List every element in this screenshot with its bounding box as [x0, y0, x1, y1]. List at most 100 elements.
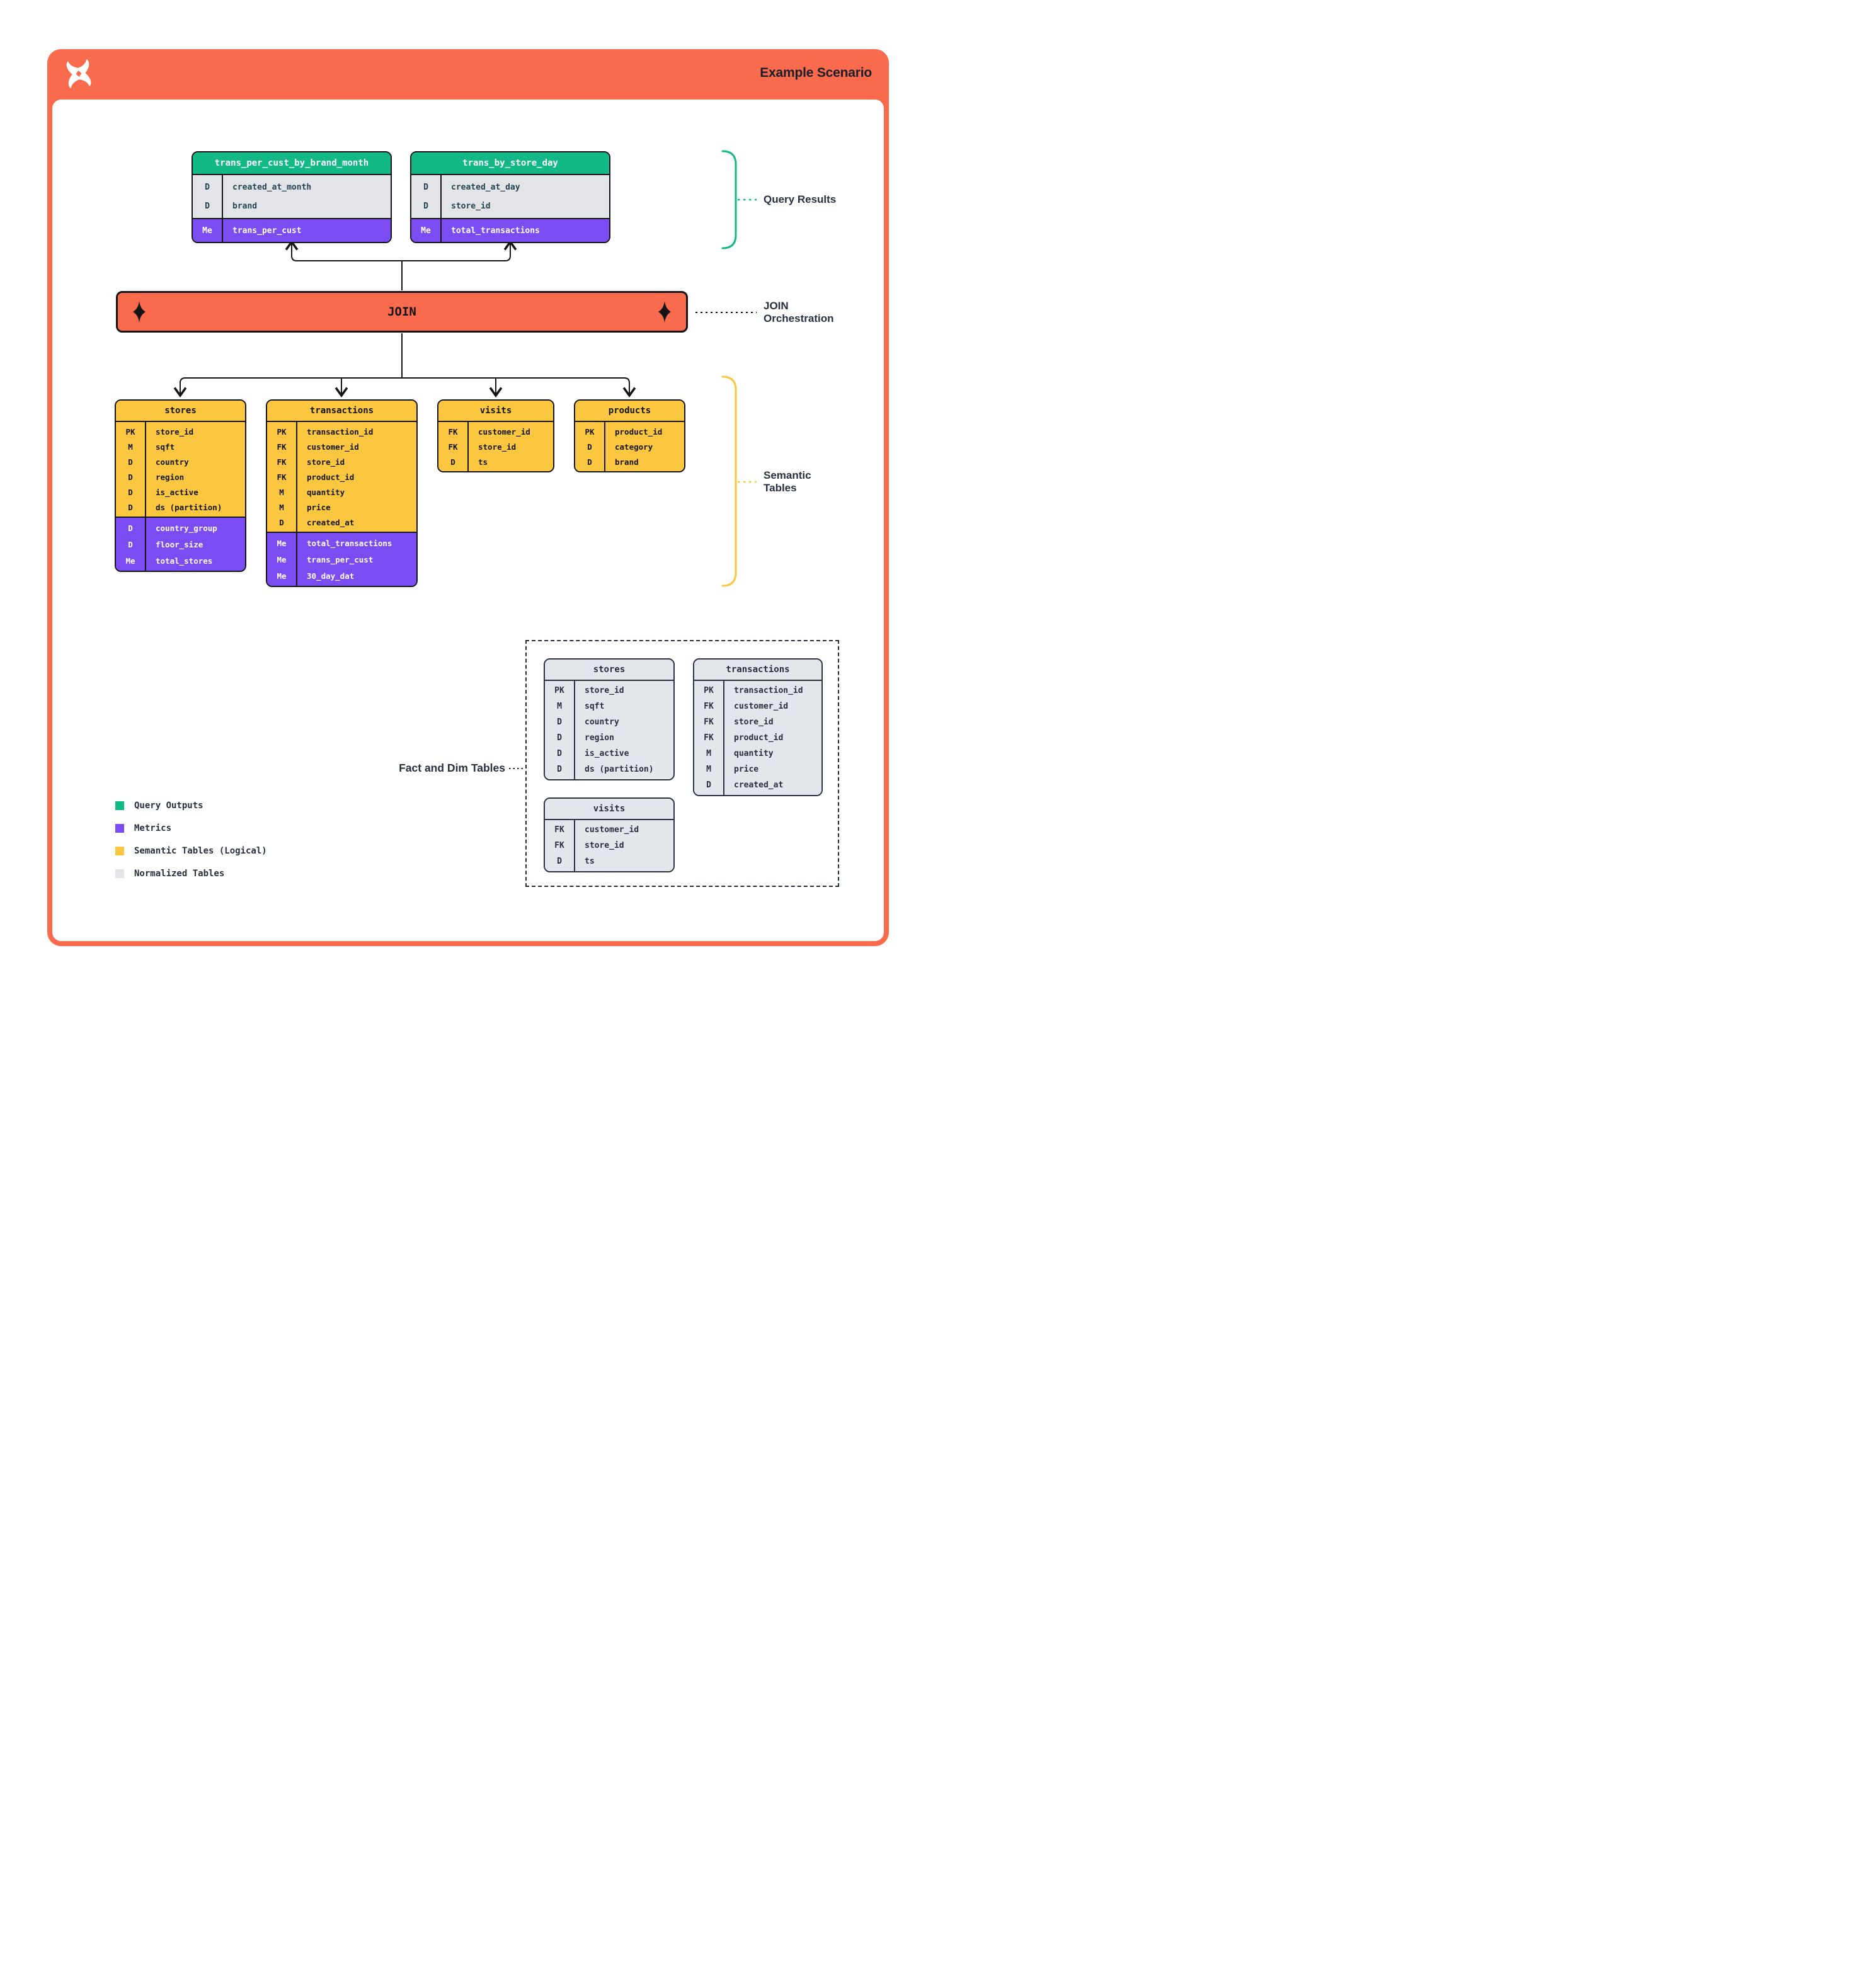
- field-key: Me: [277, 571, 287, 581]
- field-key: M: [557, 702, 562, 711]
- table-title: stores: [545, 660, 673, 681]
- legend-item: Normalized Tables: [115, 869, 267, 879]
- field-name: transaction_id: [307, 426, 374, 437]
- field-key: D: [587, 457, 592, 467]
- legend-label: Metrics: [134, 823, 172, 833]
- table-title: visits: [545, 799, 673, 820]
- field-name: price: [734, 765, 759, 774]
- field-key: M: [706, 749, 711, 758]
- field-key: Me: [277, 554, 287, 564]
- field-key: FK: [448, 426, 458, 437]
- field-key: FK: [704, 702, 714, 711]
- page: Example Scenario trans_per_cust_by_brand…: [0, 0, 936, 994]
- field-key: M: [279, 502, 284, 512]
- query-outputs-swatch: [115, 801, 124, 810]
- field-name: price: [307, 502, 331, 512]
- field-name: created_at: [307, 517, 355, 527]
- field-name: total_transactions: [307, 538, 392, 548]
- field-key: D: [557, 765, 562, 774]
- legend-item: Metrics: [115, 823, 267, 833]
- legend-label: Query Outputs: [134, 801, 203, 811]
- table-title: trans_by_store_day: [411, 152, 609, 175]
- field-key: FK: [277, 442, 287, 452]
- field-key: M: [279, 487, 284, 497]
- semantic-tables-swatch: [115, 847, 124, 855]
- field-key: PK: [277, 426, 287, 437]
- field-name: customer_id: [478, 426, 530, 437]
- table-row: PK transaction_id: [267, 424, 416, 439]
- legend-item: Query Outputs: [115, 801, 267, 811]
- field-name: total_stores: [156, 556, 213, 566]
- field-name: country: [585, 717, 619, 727]
- field-name: sqft: [585, 702, 605, 711]
- join-orchestration-label-line1: JOIN: [764, 300, 789, 312]
- field-name: customer_id: [307, 442, 359, 452]
- field-name: 30_day_dat: [307, 571, 355, 581]
- legend-label: Normalized Tables: [134, 869, 225, 879]
- field-key: D: [128, 539, 133, 549]
- semantic-tables-label-line1: Semantic: [764, 469, 811, 481]
- field-name: transaction_id: [734, 686, 803, 695]
- field-name: is_active: [156, 487, 198, 497]
- field-name: country_group: [156, 523, 217, 533]
- field-key: D: [205, 182, 210, 192]
- field-key: D: [557, 749, 562, 758]
- field-name: trans_per_cust: [307, 554, 374, 564]
- table-title: products: [575, 401, 684, 422]
- field-key: D: [128, 502, 133, 512]
- legend-item: Semantic Tables (Logical): [115, 846, 267, 856]
- join-orchestration-label: JOIN Orchestration: [764, 300, 833, 325]
- field-key: FK: [554, 825, 564, 835]
- field-name: country: [156, 457, 189, 467]
- field-name: brand: [232, 201, 258, 211]
- brand-logo-icon: [66, 59, 91, 88]
- field-name: created_at_month: [232, 182, 312, 192]
- field-key: D: [557, 717, 562, 727]
- field-key: D: [587, 442, 592, 452]
- field-key: D: [557, 857, 562, 866]
- legend-label: Semantic Tables (Logical): [134, 846, 267, 856]
- field-name: product_id: [307, 472, 355, 482]
- field-key: FK: [704, 717, 714, 727]
- page-title: Example Scenario: [760, 66, 872, 80]
- field-name: category: [615, 442, 653, 452]
- field-name: brand: [615, 457, 639, 467]
- field-key: D: [557, 733, 562, 743]
